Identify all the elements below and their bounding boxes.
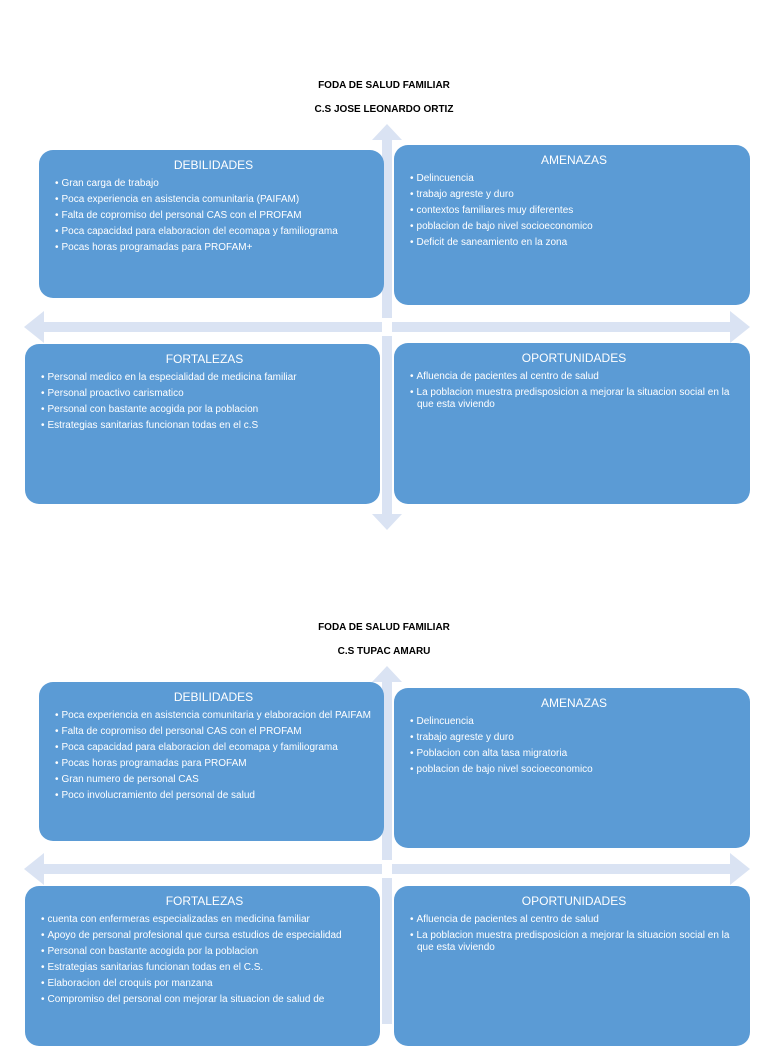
- list-item: Pocas horas programadas para PROFAM: [53, 758, 374, 770]
- debilidades-title: DEBILIDADES: [173, 690, 254, 704]
- list-item: Falta de copromiso del personal CAS con …: [53, 210, 374, 222]
- list-item: Pocas horas programadas para PROFAM+: [53, 242, 374, 254]
- oportunidades-list: Afluencia de pacientes al centro de salu…: [408, 371, 740, 411]
- oportunidades-title: OPORTUNIDADES: [521, 351, 627, 365]
- list-item: Poco involucramiento del personal de sal…: [53, 790, 374, 802]
- arrow-left-icon: [24, 311, 382, 343]
- list-item: Compromiso del personal con mejorar la s…: [39, 994, 370, 1006]
- list-item: Poblacion con alta tasa migratoria: [408, 748, 740, 760]
- fortalezas-list: Personal medico en la especialidad de me…: [39, 372, 370, 432]
- list-item: Gran numero de personal CAS: [53, 774, 374, 786]
- list-item: Elaboracion del croquis por manzana: [39, 978, 370, 990]
- arrow-right-icon: [392, 853, 750, 885]
- debilidades-title: DEBILIDADES: [173, 158, 254, 172]
- list-item: poblacion de bajo nivel socioeconomico: [408, 764, 740, 776]
- list-item: poblacion de bajo nivel socioeconomico: [408, 221, 740, 233]
- list-item: trabajo agreste y duro: [408, 732, 740, 744]
- arrow-right-icon: [392, 311, 750, 343]
- cross-arrows: [24, 666, 750, 1024]
- fortalezas-title: FORTALEZAS: [165, 352, 244, 366]
- document-title: FODA DE SALUD FAMILIAR: [318, 80, 450, 91]
- arrow-down-icon: [372, 336, 402, 530]
- fortalezas-title: FORTALEZAS: [165, 894, 244, 908]
- list-item: Afluencia de pacientes al centro de salu…: [408, 914, 740, 926]
- oportunidades-box: OPORTUNIDADES Afluencia de pacientes al …: [394, 886, 750, 1046]
- document-subtitle: C.S TUPAC AMARU: [337, 646, 431, 657]
- list-item: contextos familiares muy diferentes: [408, 205, 740, 217]
- oportunidades-list: Afluencia de pacientes al centro de salu…: [408, 914, 740, 954]
- debilidades-list: Poca experiencia en asistencia comunitar…: [53, 710, 374, 802]
- list-item: Afluencia de pacientes al centro de salu…: [408, 371, 740, 383]
- foda-section-1: FODA DE SALUD FAMILIAR C.S JOSE LEONARDO…: [0, 0, 768, 540]
- fortalezas-list: cuenta con enfermeras especializadas en …: [39, 914, 370, 1006]
- arrow-up-icon: [372, 124, 402, 318]
- list-item: Personal medico en la especialidad de me…: [39, 372, 370, 384]
- amenazas-list: Delincuencia trabajo agreste y duro cont…: [408, 173, 740, 249]
- list-item: Personal con bastante acogida por la pob…: [39, 404, 370, 416]
- list-item: La poblacion muestra predisposicion a me…: [408, 930, 740, 954]
- debilidades-box: DEBILIDADES Poca experiencia en asistenc…: [39, 682, 384, 841]
- list-item: Estrategias sanitarias funcionan todas e…: [39, 420, 370, 432]
- list-item: Personal con bastante acogida por la pob…: [39, 946, 370, 958]
- document-subtitle: C.S JOSE LEONARDO ORTIZ: [314, 104, 454, 115]
- amenazas-box: AMENAZAS Delincuencia trabajo agreste y …: [394, 688, 750, 848]
- list-item: cuenta con enfermeras especializadas en …: [39, 914, 370, 926]
- list-item: Poca capacidad para elaboracion del ecom…: [53, 742, 374, 754]
- list-item: Personal proactivo carismatico: [39, 388, 370, 400]
- list-item: trabajo agreste y duro: [408, 189, 740, 201]
- list-item: Apoyo de personal profesional que cursa …: [39, 930, 370, 942]
- fortalezas-box: FORTALEZAS cuenta con enfermeras especia…: [25, 886, 380, 1046]
- oportunidades-title: OPORTUNIDADES: [521, 894, 627, 908]
- list-item: Poca experiencia en asistencia comunitar…: [53, 194, 374, 206]
- oportunidades-box: OPORTUNIDADES Afluencia de pacientes al …: [394, 343, 750, 504]
- list-item: Estrategias sanitarias funcionan todas e…: [39, 962, 370, 974]
- arrow-left-icon: [24, 853, 382, 885]
- list-item: Poca capacidad para elaboracion del ecom…: [53, 226, 374, 238]
- list-item: Poca experiencia en asistencia comunitar…: [53, 710, 374, 722]
- list-item: Delincuencia: [408, 716, 740, 728]
- fortalezas-box: FORTALEZAS Personal medico en la especia…: [25, 344, 380, 504]
- amenazas-list: Delincuencia trabajo agreste y duro Pobl…: [408, 716, 740, 776]
- list-item: Gran carga de trabajo: [53, 178, 374, 190]
- amenazas-title: AMENAZAS: [540, 696, 607, 710]
- debilidades-list: Gran carga de trabajo Poca experiencia e…: [53, 178, 374, 254]
- list-item: La poblacion muestra predisposicion a me…: [408, 387, 740, 411]
- arrow-down-icon: [372, 878, 402, 1024]
- cross-arrows: [24, 124, 750, 530]
- list-item: Deficit de saneamiento en la zona: [408, 237, 740, 249]
- document-title: FODA DE SALUD FAMILIAR: [318, 622, 450, 633]
- amenazas-box: AMENAZAS Delincuencia trabajo agreste y …: [394, 145, 750, 305]
- foda-section-2: FODA DE SALUD FAMILIAR C.S TUPAC AMARU D…: [0, 560, 768, 1046]
- debilidades-box: DEBILIDADES Gran carga de trabajo Poca e…: [39, 150, 384, 298]
- list-item: Falta de copromiso del personal CAS con …: [53, 726, 374, 738]
- amenazas-title: AMENAZAS: [540, 153, 607, 167]
- arrow-up-icon: [372, 666, 402, 860]
- list-item: Delincuencia: [408, 173, 740, 185]
